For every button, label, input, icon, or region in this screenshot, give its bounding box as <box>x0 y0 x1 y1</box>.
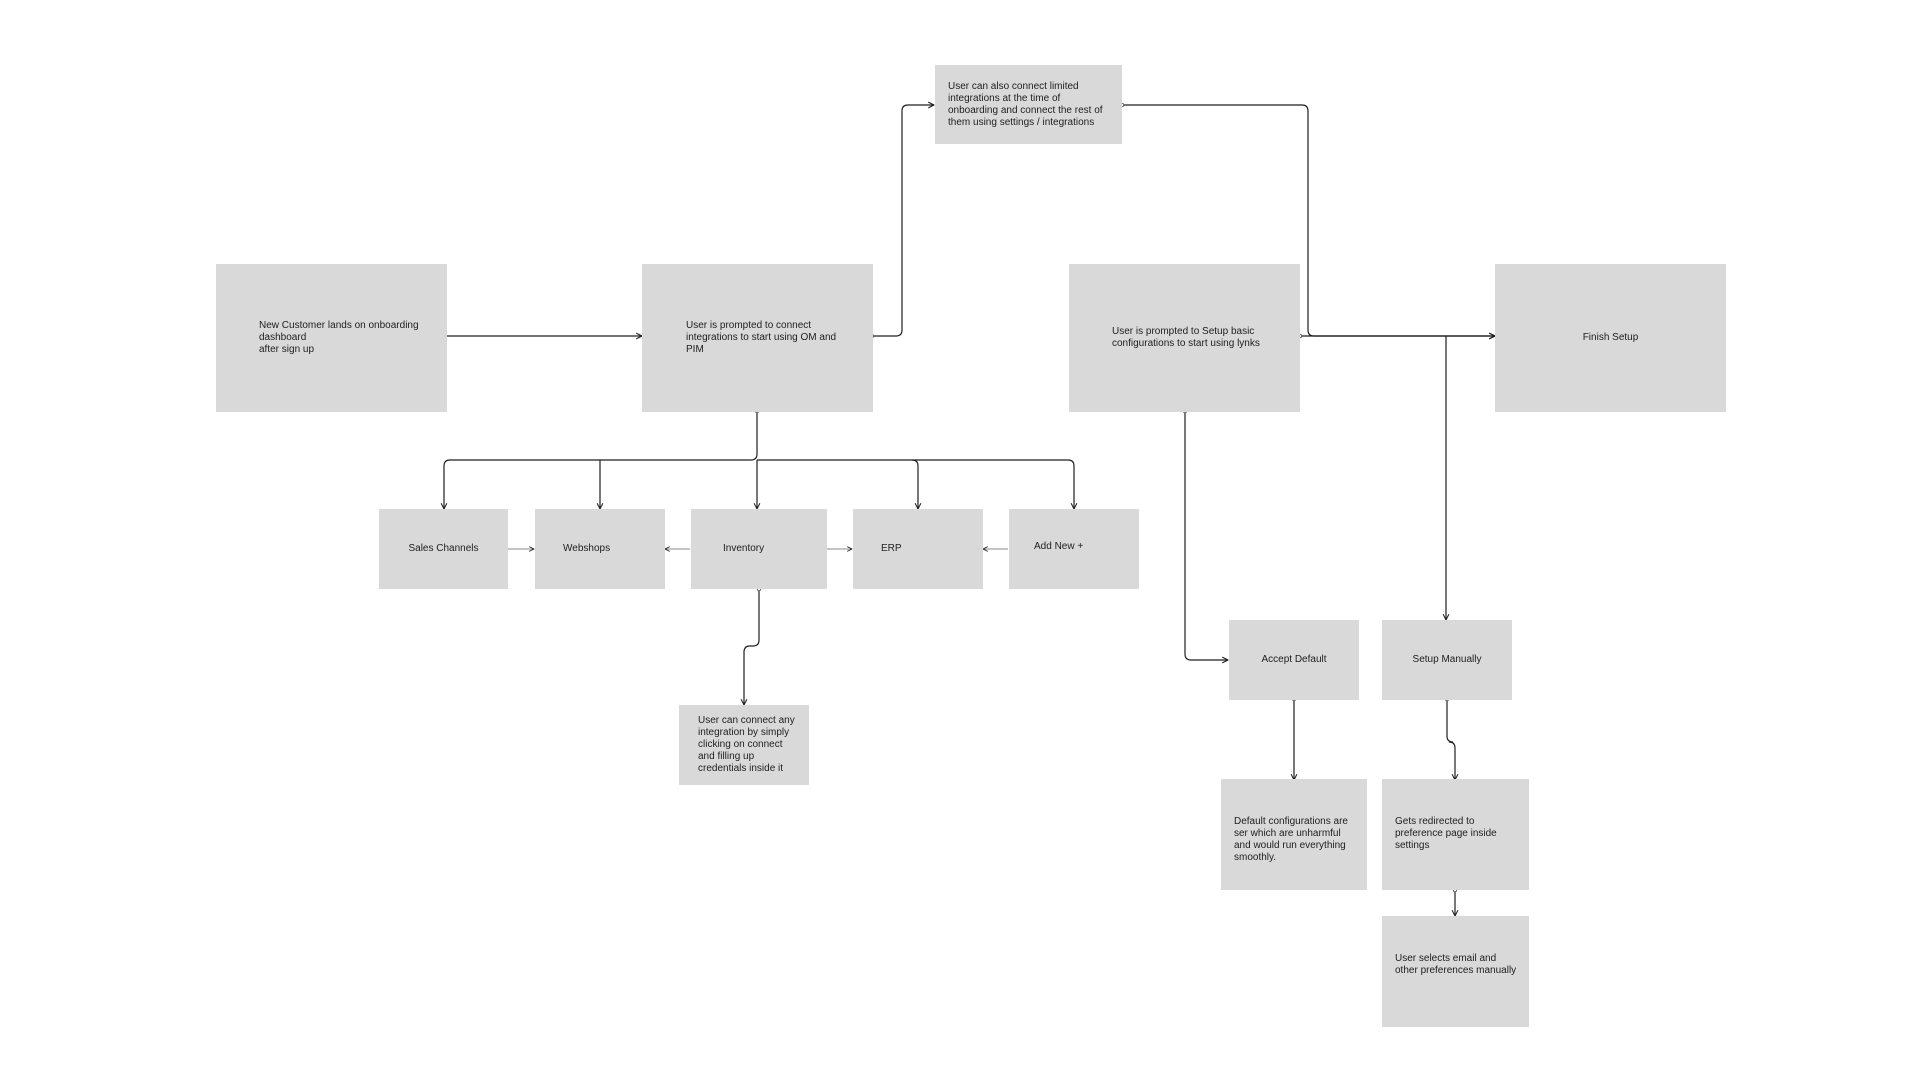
node-webshops: Webshops <box>535 509 665 589</box>
connector-setup-manually-to-redirected <box>1447 699 1455 780</box>
node-connect-any-text: User can connect any integration by simp… <box>698 715 795 774</box>
connector-setup-to-accept-default <box>1185 411 1228 660</box>
node-erp-text: ERP <box>881 543 902 554</box>
node-sales-channels-text: Sales Channels <box>408 543 479 554</box>
connector-integrations-to-add-new <box>912 459 1074 509</box>
node-redirected: Gets redirected to preference page insid… <box>1382 779 1529 890</box>
node-default-configs-text: Default configurations are ser which are… <box>1234 816 1348 863</box>
node-limited-integrations: User can also connect limited integratio… <box>935 65 1122 144</box>
connector-integrations-to-limited <box>872 105 934 336</box>
connector-inventory-to-connect-any <box>744 589 759 705</box>
node-accept-default: Accept Default <box>1229 620 1359 700</box>
node-selects-email: User selects email and other preferences… <box>1382 916 1529 1027</box>
node-add-new: Add New + <box>1009 509 1139 589</box>
node-erp: ERP <box>853 509 983 589</box>
node-webshops-text: Webshops <box>563 543 611 554</box>
node-sales-channels: Sales Channels <box>379 509 508 589</box>
node-setup-manually: Setup Manually <box>1382 620 1512 700</box>
node-prompt-integrations: User is prompted to connect integrations… <box>642 264 873 412</box>
node-setup-manually-text: Setup Manually <box>1412 654 1482 665</box>
node-inventory-text: Inventory <box>723 543 765 554</box>
node-default-configs: Default configurations are ser which are… <box>1221 779 1367 890</box>
node-new-customer-text: New Customer lands on onboarding dashboa… <box>259 320 419 355</box>
node-connect-any: User can connect any integration by simp… <box>679 705 809 785</box>
node-prompt-setup: User is prompted to Setup basic configur… <box>1069 264 1300 412</box>
node-prompt-integrations-text: User is prompted to connect integrations… <box>686 320 837 355</box>
node-accept-default-text: Accept Default <box>1261 654 1327 665</box>
node-inventory: Inventory <box>691 509 827 589</box>
node-redirected-text: Gets redirected to preference page insid… <box>1395 816 1497 851</box>
node-finish-setup: Finish Setup <box>1495 264 1726 412</box>
node-finish-setup-text: Finish Setup <box>1582 332 1639 343</box>
node-add-new-text: Add New + <box>1034 541 1084 552</box>
node-prompt-setup-text: User is prompted to Setup basic configur… <box>1112 326 1260 349</box>
node-selects-email-text: User selects email and other preferences… <box>1395 953 1517 976</box>
node-limited-integrations-text: User can also connect limited integratio… <box>948 80 1103 128</box>
connector-integrations-to-erp <box>757 459 918 509</box>
node-new-customer: New Customer lands on onboarding dashboa… <box>216 264 447 412</box>
